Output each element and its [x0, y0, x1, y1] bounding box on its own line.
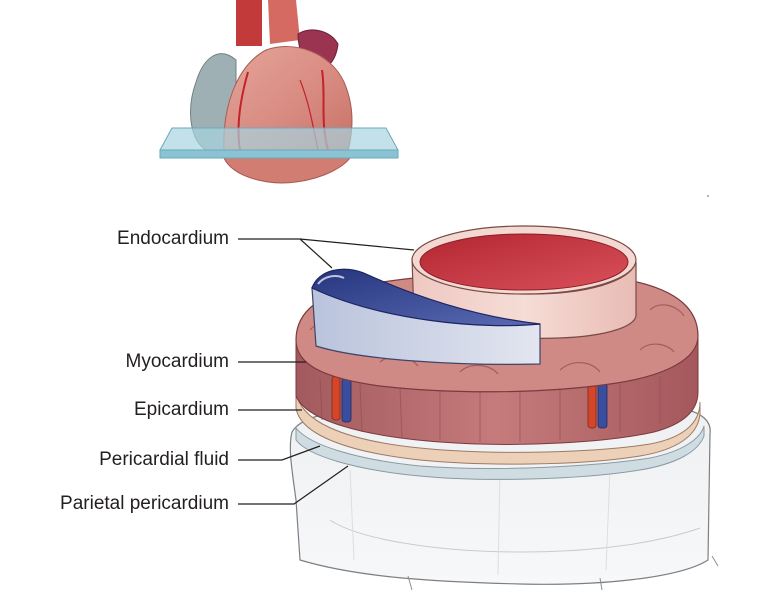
right-ventricle-blood	[311, 268, 541, 327]
label-endocardium: Endocardium	[117, 228, 229, 249]
label-parietal-pericardium: Parietal pericardium	[60, 493, 229, 514]
heart-overview	[159, 0, 399, 184]
parietal-pericardium-leader	[238, 465, 349, 505]
pericardial-fluid-leader	[238, 445, 321, 461]
left-ventricle-blood	[419, 233, 629, 291]
leader-lines	[238, 238, 415, 505]
endocardium-leader	[238, 238, 415, 269]
wall-section	[289, 225, 719, 591]
epicardium-band	[295, 391, 701, 465]
pericardial-fluid-band	[295, 425, 705, 480]
label-epicardium: Epicardium	[133, 399, 229, 420]
label-myocardium: Myocardium	[125, 351, 229, 372]
label-pericardial-fluid: Pericardial fluid	[99, 449, 229, 470]
